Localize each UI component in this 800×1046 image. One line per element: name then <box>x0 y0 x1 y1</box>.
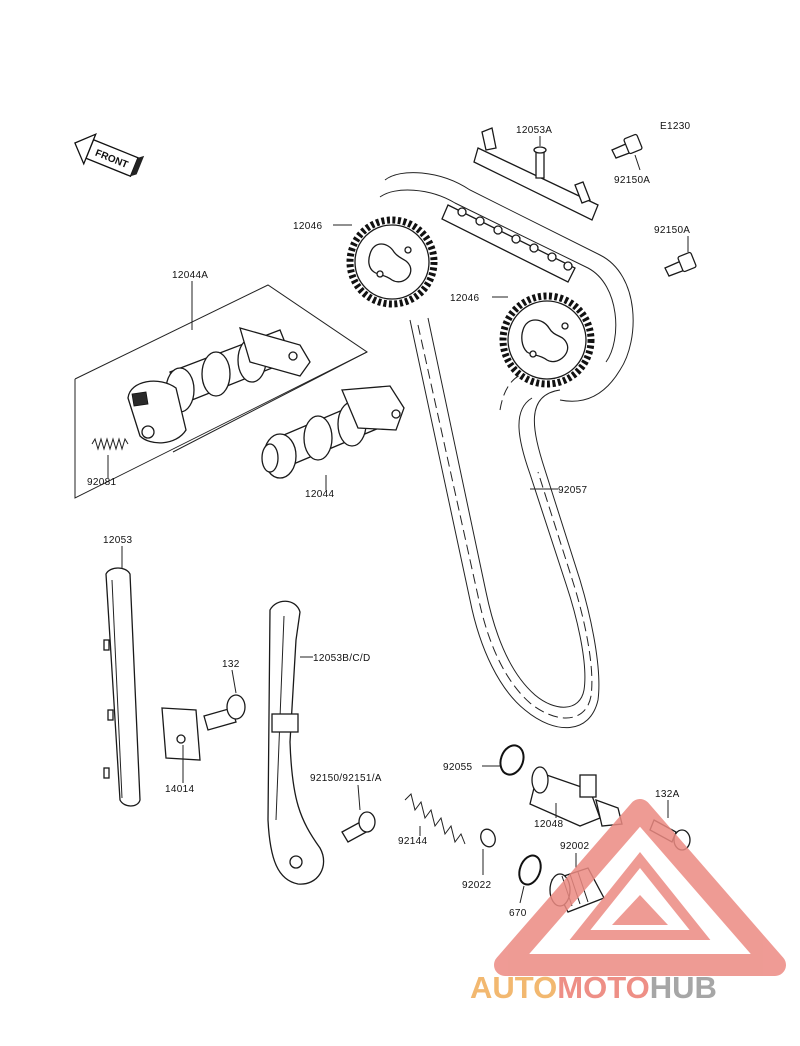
callout-14014: 14014 <box>165 784 194 795</box>
callout-12053: 12053 <box>103 535 132 546</box>
callout-92144: 92144 <box>398 836 427 847</box>
chain-links <box>441 204 576 283</box>
camshaft-box <box>74 284 368 499</box>
chain-guide-12053BCD <box>267 600 325 885</box>
callout-12046-left: 12046 <box>293 221 322 232</box>
washer-92022 <box>480 828 496 848</box>
chain-guide-12053 <box>103 567 141 807</box>
watermark-text: AUTOMOTOHUB <box>470 970 717 1005</box>
callout-92002: 92002 <box>560 841 589 852</box>
callout-92150A-top: 92150A <box>614 175 650 186</box>
bolt-92150A-top <box>611 133 643 159</box>
watermark-triangle-icon <box>494 799 786 976</box>
bolt-92150A-right <box>664 251 697 277</box>
callout-12044A: 12044A <box>172 270 208 281</box>
callout-132: 132 <box>222 659 240 670</box>
camshaft-12044A <box>127 327 311 444</box>
spring-92144 <box>404 793 466 845</box>
bolt-92150-92151A <box>341 811 376 843</box>
callout-12053BCD: 12053B/C/D <box>313 653 370 664</box>
callout-132A: 132A <box>655 789 680 800</box>
sprocket-12046-right <box>499 292 595 388</box>
callout-12053A: 12053A <box>516 125 552 136</box>
bolt-132 <box>203 694 246 731</box>
callout-92150-92151A: 92150/92151/A <box>310 773 382 784</box>
spring-92081 <box>91 437 129 451</box>
callout-670: 670 <box>509 908 527 919</box>
top-chain-guide-12053A <box>473 127 599 221</box>
camshaft-12044 <box>261 385 405 479</box>
tensioner-12048 <box>529 766 623 827</box>
callout-12046-right: 12046 <box>450 293 479 304</box>
watermark-moto: MOTO <box>557 970 649 1005</box>
callout-92057: 92057 <box>558 485 587 496</box>
callout-12048: 12048 <box>534 819 563 830</box>
cam-chain <box>379 172 634 729</box>
automotohub-logo <box>494 799 786 976</box>
callout-92081: 92081 <box>87 477 116 488</box>
callout-92055: 92055 <box>443 762 472 773</box>
watermark-hub: HUB <box>650 970 717 1005</box>
oring-670 <box>518 854 542 886</box>
oring-92055 <box>499 744 525 776</box>
callout-92150A-right: 92150A <box>654 225 690 236</box>
watermark-auto: AUTO <box>470 970 557 1005</box>
diagram-code: E1230 <box>660 121 691 132</box>
sprocket-12046-left <box>346 216 438 308</box>
callout-92022: 92022 <box>462 880 491 891</box>
plate-14014 <box>161 707 201 761</box>
front-arrow-icon: FRONT <box>74 132 145 178</box>
callout-12044: 12044 <box>305 489 334 500</box>
